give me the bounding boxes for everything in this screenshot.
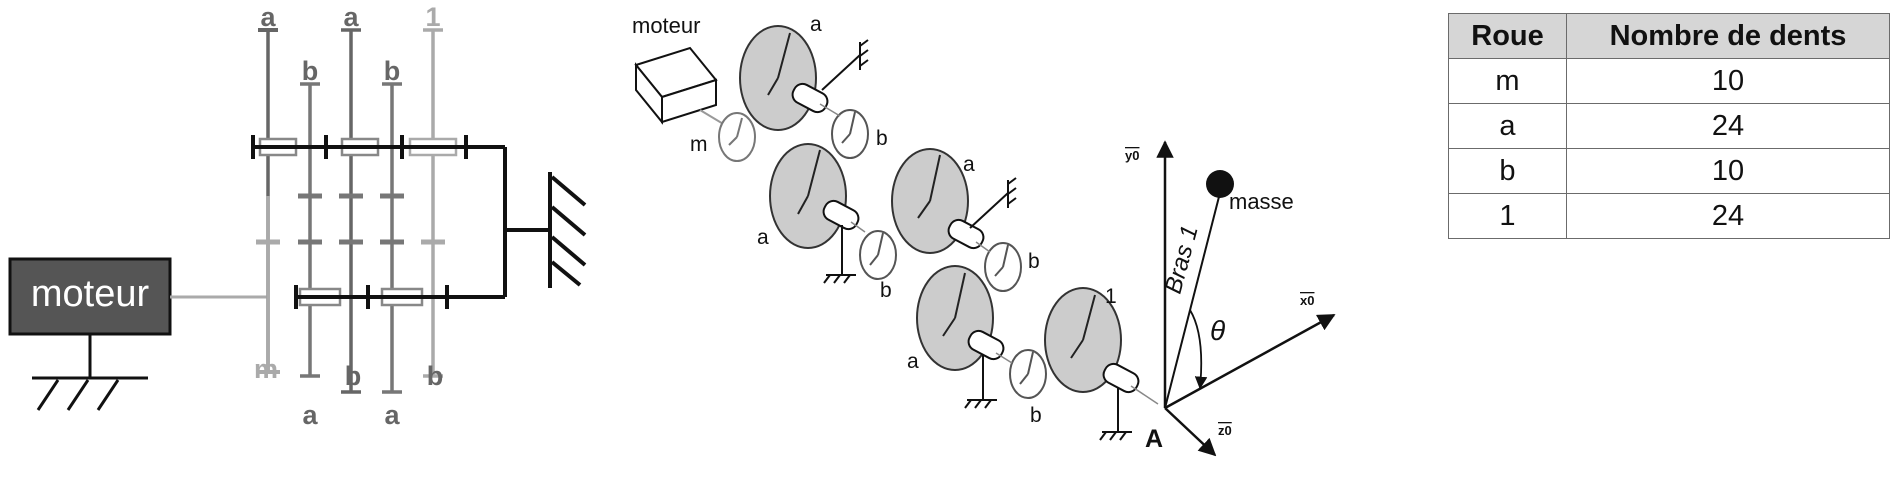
point-a-label: A — [1145, 425, 1163, 453]
mesh-ticks — [256, 193, 445, 245]
label-b-top-1: b — [302, 56, 319, 86]
motor-box-label: moteur — [632, 13, 700, 38]
shaft-cylinders — [791, 82, 1140, 394]
gear-b3 — [984, 242, 1022, 292]
x0-axis-label: x0 — [1300, 293, 1314, 308]
p-label-m: m — [690, 133, 708, 156]
gear-column-5 — [423, 28, 443, 378]
p-label-1: 1 — [1105, 285, 1117, 308]
table-row: 1 24 — [1448, 193, 1890, 239]
upper-shaft-stops — [251, 135, 468, 159]
header-teeth: Nombre de dents — [1566, 13, 1890, 59]
arm-1 — [1164, 184, 1223, 409]
gear-b1 — [831, 109, 869, 159]
mass-label: masse — [1229, 189, 1294, 214]
table-row: a 24 — [1448, 103, 1890, 149]
gear-column-2 — [300, 82, 320, 378]
gear-b4 — [1009, 349, 1047, 399]
table-row: b 10 — [1448, 148, 1890, 194]
p-label-a-1: a — [810, 13, 822, 36]
frame — [503, 147, 587, 297]
p-label-b-2: b — [880, 279, 892, 302]
z0-axis-label: z0 — [1218, 423, 1232, 438]
cell-wheel: a — [1448, 103, 1567, 149]
shaft-lines — [819, 103, 1159, 405]
label-m-bottom: m — [254, 354, 278, 384]
gear-a1 — [739, 25, 817, 131]
teeth-count-table: Roue Nombre de dents m 10 a 24 b 10 1 24 — [1448, 13, 1890, 239]
table-row: m 10 — [1448, 58, 1890, 104]
label-a-bottom-2: a — [384, 400, 400, 430]
motor-block — [8, 257, 172, 336]
schematic-bottom-labels: m b a a b — [254, 354, 443, 430]
theta-arc — [1189, 309, 1208, 390]
motor-box — [634, 46, 718, 125]
lower-shaft-stops — [294, 285, 449, 309]
motor-label: moteur — [31, 273, 150, 315]
gear-column-3 — [341, 28, 361, 394]
cell-teeth: 10 — [1566, 148, 1890, 194]
label-b-top-2: b — [384, 56, 401, 86]
header-wheel: Roue — [1448, 13, 1567, 59]
label-a-top-1: a — [260, 2, 276, 32]
label-a-bottom-1: a — [302, 400, 318, 430]
cell-teeth: 10 — [1566, 58, 1890, 104]
schematic-top-labels: a b a b 1 — [260, 2, 440, 86]
cell-wheel: m — [1448, 58, 1567, 104]
p-label-b-4: b — [1030, 404, 1042, 427]
x0-axis — [1164, 313, 1336, 410]
axes — [1156, 140, 1336, 457]
p-label-a-4: a — [907, 350, 919, 373]
gear-1 — [1044, 287, 1122, 393]
p-label-b-1: b — [876, 127, 888, 150]
gear-m — [718, 112, 756, 162]
gear-b2 — [859, 230, 897, 280]
mass — [1206, 170, 1234, 198]
cell-wheel: b — [1448, 148, 1567, 194]
gear-train-schematic: moteur — [8, 2, 587, 430]
cell-wheel: 1 — [1448, 193, 1567, 239]
gear-column-4 — [382, 82, 402, 394]
ground-mounts — [821, 39, 1132, 441]
perspective-view: moteur — [632, 13, 1336, 457]
cell-teeth: 24 — [1566, 103, 1890, 149]
label-a-top-2: a — [343, 2, 359, 32]
table-header-row: Roue Nombre de dents — [1448, 13, 1890, 59]
label-b-bottom-2: b — [427, 361, 444, 391]
y0-axis-label: y0 — [1125, 148, 1139, 163]
perspective-gear-labels: a m b a b a b a b 1 — [690, 13, 1117, 427]
p-label-a-3: a — [963, 153, 975, 176]
ground-symbol — [32, 376, 148, 411]
label-1-top: 1 — [425, 2, 440, 32]
cell-teeth: 24 — [1566, 193, 1890, 239]
p-label-a-2: a — [757, 226, 769, 249]
z0-axis — [1164, 407, 1217, 457]
gear-column-1 — [256, 28, 280, 374]
label-b-bottom-1: b — [345, 361, 362, 391]
theta-label: θ — [1210, 315, 1225, 346]
gear-a2 — [769, 143, 847, 249]
p-label-b-3: b — [1028, 250, 1040, 273]
